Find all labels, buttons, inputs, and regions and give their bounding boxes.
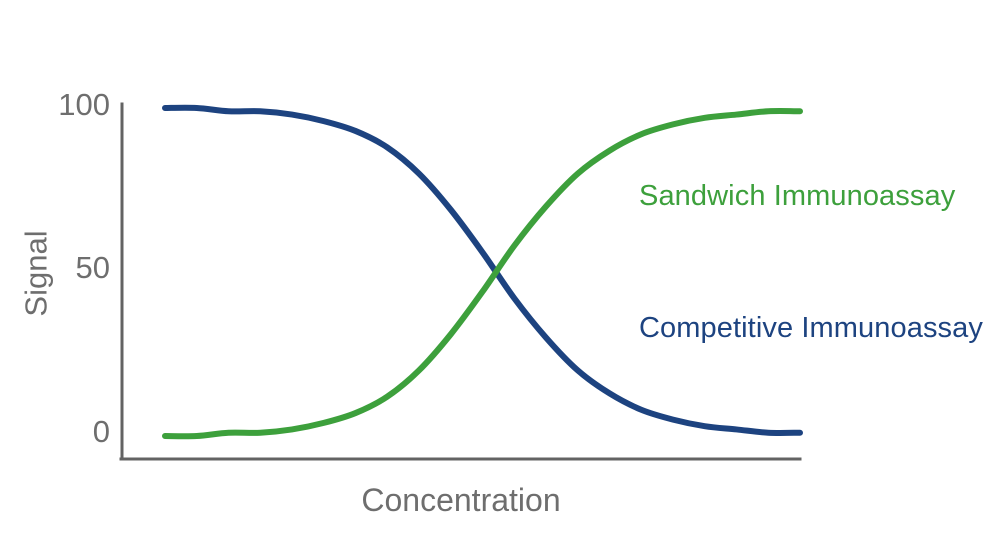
y-axis-tick-100: 100 bbox=[58, 87, 110, 122]
curve-sandwich-immunoassay bbox=[162, 108, 803, 440]
legend-label-sandwich-immunoassay: Sandwich Immunoassay bbox=[639, 180, 956, 212]
x-axis-title: Concentration bbox=[361, 482, 561, 518]
curve-competitive-immunoassay bbox=[162, 104, 803, 436]
y-axis-tick-50: 50 bbox=[75, 250, 110, 285]
y-axis-tick-0: 0 bbox=[92, 414, 110, 449]
legend-label-competitive-immunoassay: Competitive Immunoassay bbox=[639, 312, 983, 344]
y-axis-title: Signal bbox=[18, 230, 54, 317]
